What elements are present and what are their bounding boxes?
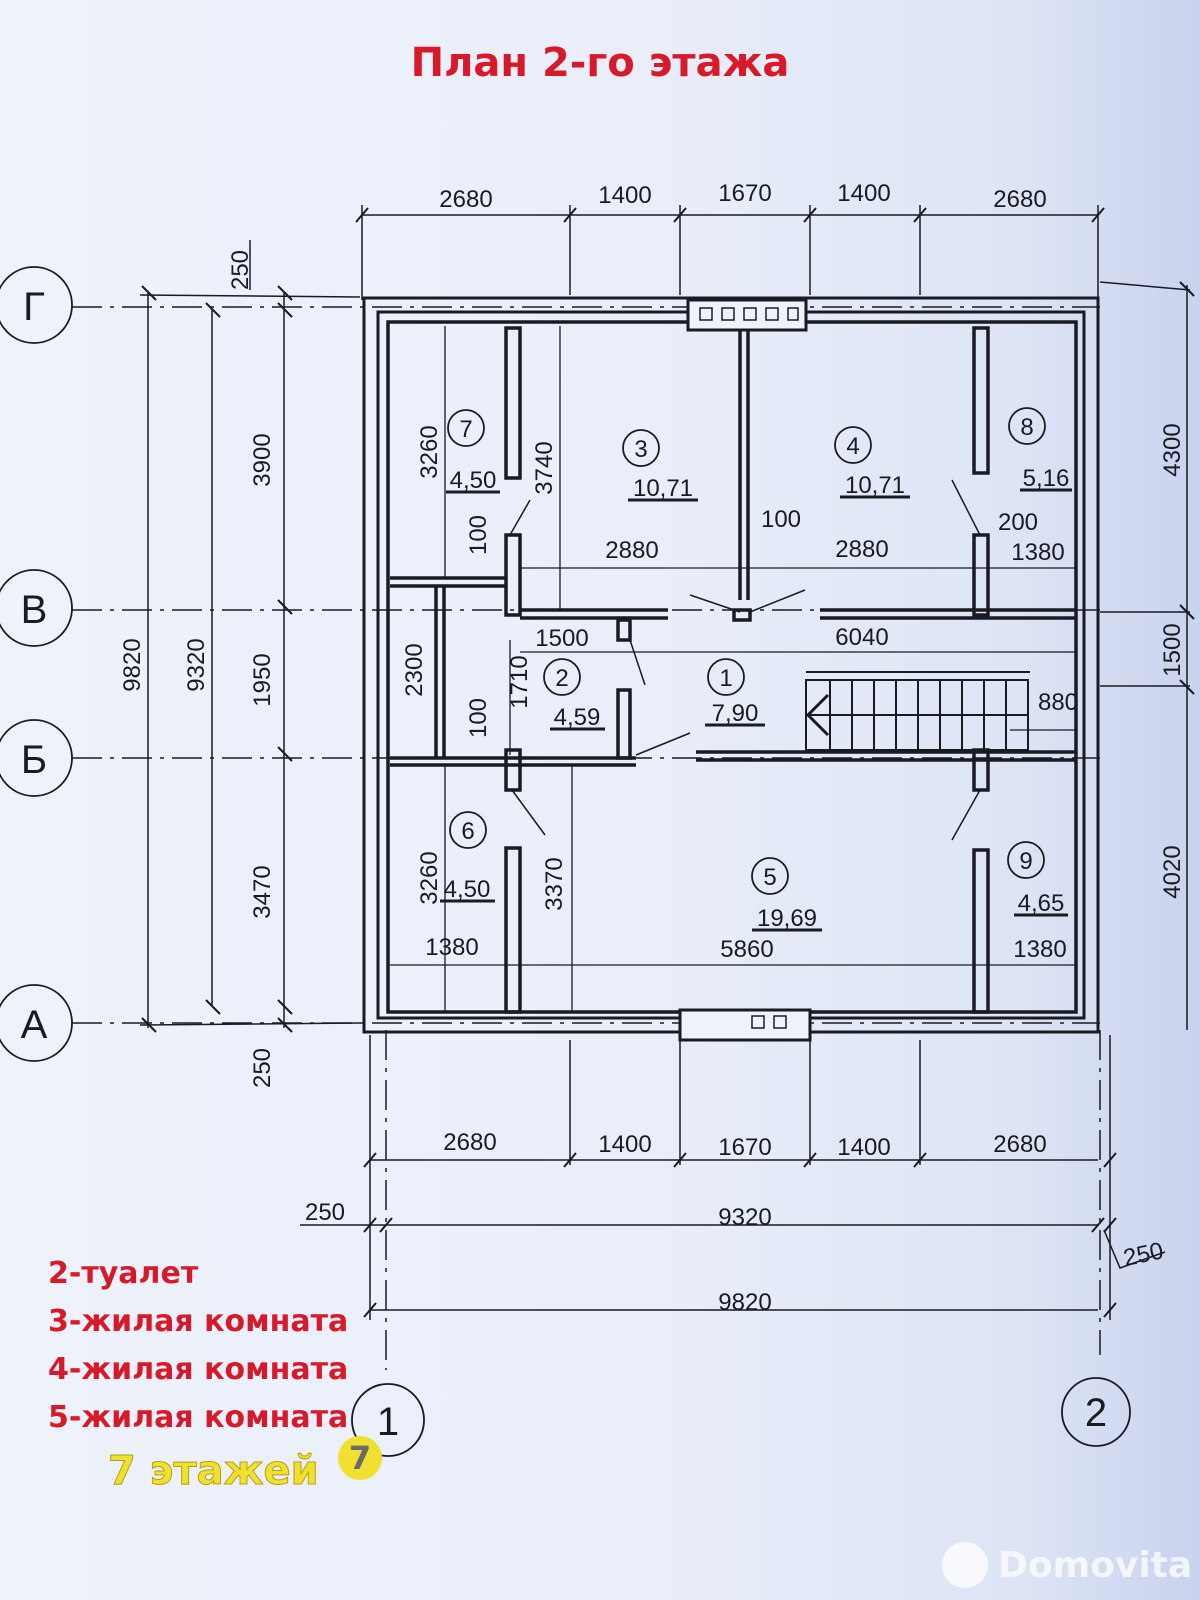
area-underlines — [440, 488, 1072, 932]
dim-bottom-offset-right: 250 — [1121, 1237, 1166, 1272]
room-number-4: 4 — [846, 433, 859, 460]
room-area-6: 4,50 — [444, 876, 491, 903]
room-number-3: 3 — [634, 436, 647, 463]
page-title: План 2-го этажа — [410, 40, 790, 86]
watermark-text: Domovita — [998, 1544, 1193, 1586]
legend-item: 2-туалет — [48, 1256, 199, 1291]
watermark-logo-icon — [942, 1542, 988, 1588]
room-number-6: 6 — [461, 818, 474, 845]
dim-bottom-4: 1400 — [837, 1134, 890, 1161]
dim-wall-100-c: 100 — [465, 698, 492, 738]
dim-room5-width: 5860 — [720, 936, 773, 963]
dim-left-inner: 9320 — [183, 638, 210, 691]
dim-wall-100-b: 100 — [761, 506, 801, 533]
dim-room6-height: 3260 — [416, 851, 443, 904]
dim-left-seg-3: 3470 — [249, 865, 276, 918]
room-number-7: 7 — [459, 416, 472, 443]
room-area-5: 19,69 — [757, 905, 817, 932]
dim-top-4: 1400 — [837, 180, 890, 207]
legend-item: 5-жилая комната — [48, 1400, 349, 1435]
dim-room5-depth: 3370 — [541, 857, 568, 910]
room-number-1: 1 — [719, 665, 732, 692]
room-area-7: 4,50 — [450, 467, 497, 494]
room-number-9: 9 — [1019, 848, 1032, 875]
staircase — [805, 671, 1030, 751]
dim-wc-width: 1500 — [535, 625, 588, 652]
room-area-4: 10,71 — [845, 472, 905, 499]
dim-room3-width: 2880 — [605, 537, 658, 564]
dim-corridor-2300: 2300 — [401, 643, 428, 696]
room-number-5: 5 — [763, 864, 776, 891]
dim-left-offset-top: 250 — [227, 250, 254, 290]
dim-right-seg-3: 4020 — [1159, 845, 1186, 898]
ventilation-ducts-bottom — [751, 1015, 787, 1029]
watermark: Domovita — [942, 1542, 1192, 1588]
dim-wall-200: 200 — [998, 509, 1038, 536]
dim-room7-height: 3260 — [416, 425, 443, 478]
dim-left-outer: 9820 — [119, 638, 146, 691]
dim-left-offset-bottom: 250 — [249, 1048, 276, 1088]
dim-room9-width: 1380 — [1013, 936, 1066, 963]
room-area-1: 7,90 — [712, 700, 759, 727]
room-legend: 2-туалет 3-жилая комната 4-жилая комната… — [48, 1250, 348, 1442]
room-number-2: 2 — [555, 665, 568, 692]
dim-bottom-5: 2680 — [993, 1131, 1046, 1158]
axis-lines — [72, 306, 1101, 1370]
room-area-2: 4,59 — [554, 704, 601, 731]
axis-bubbles — [0, 266, 1131, 1457]
dim-top-2: 1400 — [598, 182, 651, 209]
dim-bottom-2: 1400 — [598, 1131, 651, 1158]
dim-bottom-total-inner: 9320 — [718, 1204, 771, 1231]
door-swings — [509, 479, 981, 841]
dim-top-5: 2680 — [993, 186, 1046, 213]
dim-hall-length: 6040 — [835, 624, 888, 651]
dim-top-3: 1670 — [718, 180, 771, 207]
ventilation-ducts-top — [699, 307, 799, 321]
dim-right-seg-1: 4300 — [1159, 423, 1186, 476]
axis-label-col-2: 2 — [1085, 1391, 1107, 1435]
interior-walls — [390, 326, 1076, 1014]
dim-bottom-1: 2680 — [443, 1129, 496, 1156]
dim-stair-880: 880 — [1038, 689, 1078, 716]
room-area-8: 5,16 — [1023, 465, 1070, 492]
floors-label: 7 этажей — [108, 1448, 320, 1495]
dim-room8-width: 1380 — [1011, 539, 1064, 566]
dim-room3-height: 3740 — [531, 441, 558, 494]
legend-item: 4-жилая комната — [48, 1352, 349, 1387]
floors-badge-icon: 7 — [338, 1436, 382, 1480]
dim-left-seg-1: 3900 — [249, 433, 276, 486]
dim-room6-width: 1380 — [425, 934, 478, 961]
room-area-3: 10,71 — [633, 475, 693, 502]
room-area-9: 4,65 — [1018, 890, 1065, 917]
right-dimension-chain — [1099, 281, 1195, 1030]
dim-bottom-3: 1670 — [718, 1134, 771, 1161]
axis-label-row-g: Г — [23, 285, 45, 329]
dim-right-seg-2: 1500 — [1159, 623, 1186, 676]
dim-bottom-offset-left: 250 — [305, 1199, 345, 1226]
dim-wall-100-a: 100 — [465, 515, 492, 555]
axis-label-row-v: В — [21, 588, 48, 632]
bottom-dimension-chains — [300, 1035, 1166, 1320]
dim-left-seg-2: 1950 — [249, 653, 276, 706]
left-dimension-chains — [139, 240, 361, 1033]
room-number-circles — [447, 407, 1046, 895]
dim-top-1: 2680 — [439, 186, 492, 213]
legend-item: 3-жилая комната — [48, 1304, 349, 1339]
top-dimension-chain — [355, 205, 1105, 300]
axis-label-row-b: Б — [21, 738, 47, 782]
room-number-8: 8 — [1020, 414, 1033, 441]
dim-bottom-total-outer: 9820 — [718, 1289, 771, 1316]
axis-label-row-a: А — [21, 1003, 48, 1047]
interior-dimension-lines — [390, 326, 1076, 1012]
dim-room4-width: 2880 — [835, 536, 888, 563]
axis-label-col-1: 1 — [377, 1400, 399, 1444]
dim-wc-height: 1710 — [506, 655, 533, 708]
